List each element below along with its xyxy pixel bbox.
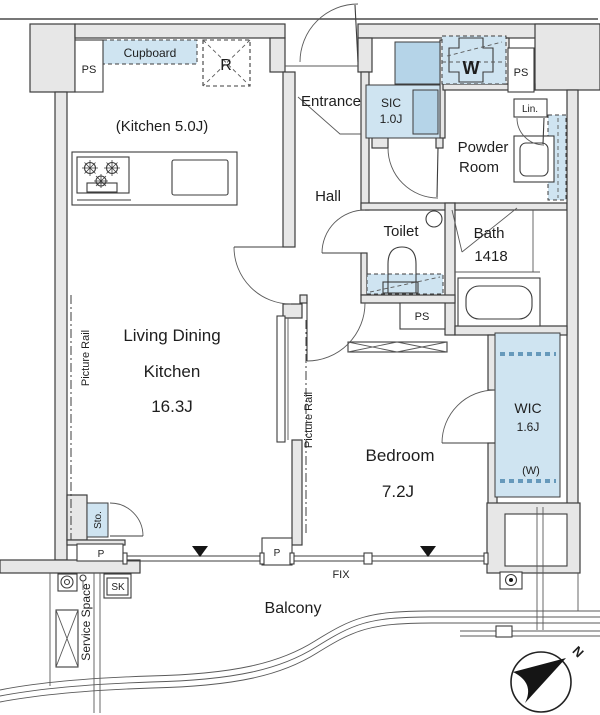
- picture-rail-label: Picture Rail: [80, 330, 92, 386]
- stove-burner-icon: [82, 160, 98, 176]
- sk-label: SK: [111, 582, 125, 593]
- washer-label: W: [463, 58, 480, 78]
- toilet-door: [321, 209, 366, 254]
- powder-room-label-2: Room: [459, 159, 499, 176]
- refrigerator-space: [202, 39, 251, 87]
- storage-areas: [86, 35, 567, 538]
- fix-window-mullion: [363, 552, 373, 565]
- bedroom-door: [306, 302, 366, 362]
- balcony-railing: [0, 622, 600, 703]
- toilet-fixture: [387, 246, 417, 293]
- sk-slop-sink: [103, 573, 132, 599]
- sliding-door: [276, 315, 289, 443]
- pipe-shaft-box: [399, 302, 446, 330]
- pillar-label: P: [274, 548, 281, 559]
- storage-label: Sto.: [93, 511, 104, 529]
- stove-burner-icon: [104, 160, 120, 176]
- bedroom-area-label: 7.2J: [382, 482, 414, 501]
- toilet-base: [382, 281, 419, 294]
- powder-room-door: [387, 147, 439, 199]
- ldk-label-2: Kitchen: [144, 362, 201, 381]
- labels: Cupboard R PS (Kitchen 5.0J) Entrance SI…: [79, 46, 587, 661]
- balcony-drain: [499, 571, 523, 590]
- doors: [109, 3, 545, 537]
- storage-door: [109, 502, 144, 537]
- washing-machine-pan: [442, 37, 506, 83]
- stove-burner-icon: [94, 174, 108, 188]
- sic-area-label: 1.0J: [380, 112, 403, 126]
- shafts-and-pillars: [74, 39, 559, 566]
- picture-rail-label: Picture Rail: [303, 392, 315, 448]
- vanity-sink: [513, 118, 559, 198]
- bath-label: Bath: [474, 225, 505, 242]
- bath-folding-door: [451, 207, 518, 253]
- pipe-shaft-box: [507, 47, 535, 93]
- toilet-floor-area: [366, 273, 444, 295]
- balcony-railing: [0, 616, 600, 697]
- ldk-area-label: 16.3J: [151, 397, 193, 416]
- linen-box: [513, 98, 548, 118]
- grill: [86, 182, 118, 193]
- window-marker: [192, 546, 208, 557]
- cupboard-label: Cupboard: [124, 46, 177, 60]
- wic-label: WIC: [514, 400, 541, 416]
- refrigerator-label: R: [220, 57, 232, 74]
- ldk-label-1: Living Dining: [123, 326, 220, 345]
- pillar-box: [261, 537, 293, 566]
- sic-label: SIC: [381, 96, 401, 110]
- kitchen-label: (Kitchen 5.0J): [116, 118, 209, 135]
- stove: [76, 156, 130, 194]
- balcony-label: Balcony: [265, 600, 322, 617]
- sic-shelf: [394, 41, 441, 85]
- compass: [510, 651, 572, 713]
- bath-size-label: 1418: [474, 248, 507, 265]
- toilet-label: Toilet: [383, 223, 419, 240]
- balcony-elements: [0, 507, 600, 713]
- wic-door: [441, 389, 496, 444]
- pipe-shaft-box: [74, 39, 104, 93]
- windows: [122, 546, 489, 565]
- wic-area: [494, 332, 561, 498]
- kitchen-sink: [171, 159, 229, 196]
- fix-label: FIX: [332, 569, 350, 581]
- powder-room-label-1: Powder: [458, 139, 509, 156]
- service-space-label: Service Space: [79, 583, 93, 661]
- entrance-door: [299, 3, 359, 63]
- wic-note-label: (W): [522, 465, 540, 477]
- sic-shelf-2: [412, 89, 439, 135]
- ps-label: PS: [514, 67, 529, 79]
- bathroom-fixtures: [369, 210, 541, 327]
- ldk-door: [233, 246, 292, 305]
- linen-label: Lin.: [522, 104, 538, 115]
- compass-north-label: N: [570, 643, 587, 660]
- pillar-label: P: [98, 549, 105, 560]
- bathtub-inner: [465, 285, 533, 320]
- compass-needle-icon: [513, 658, 566, 703]
- entrance-step-line: [297, 96, 361, 135]
- walls: [0, 23, 600, 574]
- lintel-hatch-bar: [347, 341, 448, 353]
- balcony-railing: [0, 610, 600, 691]
- toilet-hand-basin: [425, 210, 443, 228]
- railing-junction: [495, 625, 513, 638]
- cupboard-area: [102, 39, 198, 65]
- ps-label: PS: [415, 311, 430, 323]
- window-marker: [420, 546, 436, 557]
- entrance-label: Entrance: [301, 93, 361, 110]
- hall-label: Hall: [315, 188, 341, 205]
- ac-unit: [55, 609, 79, 668]
- storage-area: [86, 502, 109, 538]
- service-drain: [57, 573, 87, 592]
- kitchen-counter: [71, 151, 238, 206]
- ps-label: PS: [82, 64, 97, 76]
- linen-door: [516, 117, 545, 146]
- wic-area-label: 1.6J: [517, 420, 540, 434]
- bedroom-label: Bedroom: [366, 446, 435, 465]
